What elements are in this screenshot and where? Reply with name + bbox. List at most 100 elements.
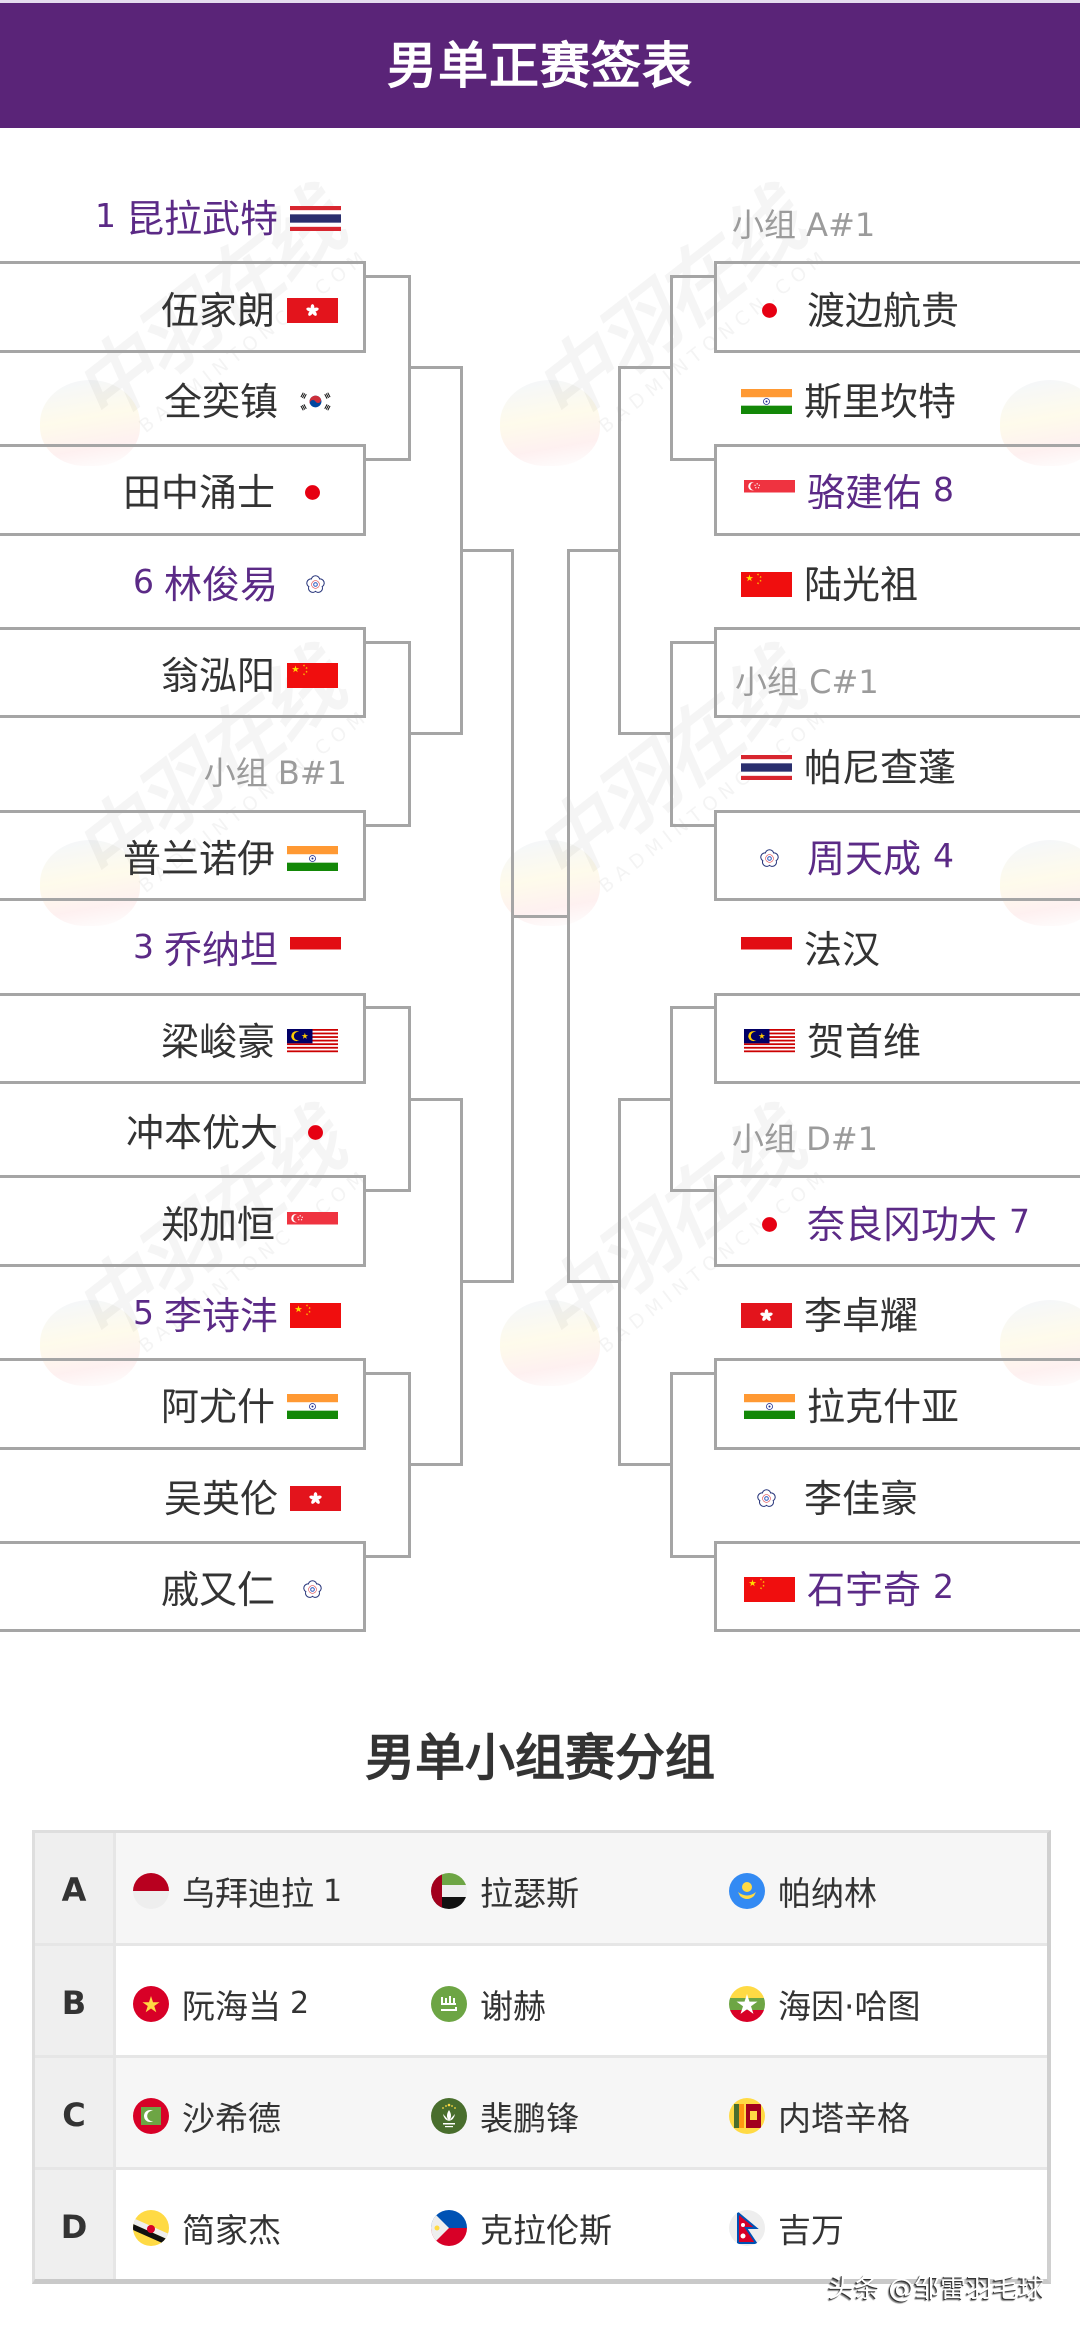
draw-left-slot-10: 梁峻豪 [0,992,366,1084]
draw-left-slot-15: 吴英伦 [0,1450,366,1541]
seed-number: 7 [1009,1201,1031,1241]
draw-right-slot-8: 周天成 4 [714,809,1080,902]
player-name: 乔纳坦 [163,928,278,973]
group-qualifier-label: 小组 C#1 [735,662,879,701]
japan-flag-icon [290,1120,341,1145]
watermark-logo [1000,1300,1080,1386]
bracket-connector [617,1097,672,1467]
draw-left-slot-13: 5 李诗沣 [0,1267,366,1358]
group-letter: A [35,1833,116,1943]
bracket-connector [366,1006,411,1193]
draw-left-slot-1: 1 昆拉武特 [0,170,366,261]
bracket-connector [366,640,411,827]
watermark-logo [1000,380,1080,466]
group-row-a: A 乌拜迪拉 1 拉瑟斯 帕纳林 [35,1833,1047,1943]
group-player: 乌拜迪拉 1 [133,1867,431,1915]
watermark-logo [40,840,140,926]
player-name: 冲本优大 [125,1111,278,1156]
player-name: 吴英伦 [163,1476,278,1521]
saudi-arabia-flag-icon [431,1985,467,2022]
player-name: 阿尤什 [160,1385,275,1430]
draw-left-slot-3: 全奕镇 [0,353,366,444]
group-player: 沙希德 [133,2092,431,2140]
japan-flag-icon [287,480,338,505]
player-name: 帕纳林 [778,1874,877,1913]
player-name: 内塔辛格 [778,2098,910,2138]
group-letter: C [35,2058,116,2167]
group-player: 阮海当 2 [133,1980,431,2028]
seed-number: 4 [933,835,955,875]
group-row-d: D 简家杰 克拉伦斯 吉万 [35,2167,1047,2279]
india-flag-icon [744,1394,795,1420]
player-name: 林俊易 [163,562,278,607]
watermark-logo [500,380,600,466]
player-name: 拉克什亚 [807,1385,960,1430]
player-name: 石宇奇 [807,1568,922,1613]
seed-number: 1 [94,196,116,236]
seed-number: 6 [132,561,154,601]
singapore-flag-icon [744,480,795,506]
bracket-connector [566,549,621,1284]
player-name: 阮海当 [182,1986,281,2026]
group-qualifier-label: 小组 D#1 [732,1119,878,1158]
group-players: 简家杰 克拉伦斯 吉万 [116,2170,1047,2279]
player-name: 奈良冈功大 [807,1202,998,1247]
draw-right-slot-5: 陆光祖 [714,536,1080,627]
thailand-flag-icon [290,206,341,232]
chinese-taipei-flag-icon [744,846,795,871]
hong-kong-flag-icon [290,1485,341,1511]
player-name: 乌拜迪拉 [182,1874,314,1913]
vietnam-flag-icon [133,1985,169,2022]
draw-left-slot-11: 冲本优大 [0,1084,366,1175]
draw-left-slot-12: 郑加恒 [0,1175,366,1267]
player-name: 普兰诺伊 [122,836,275,881]
group-players: 阮海当 2 谢赫 海因·哈图 [116,1946,1047,2055]
player-name: 陆光祖 [804,562,919,607]
group-letter: D [35,2170,116,2279]
page-header: 男单正赛签表 [0,3,1080,128]
group-player: 简家杰 [133,2204,431,2252]
group-table: A 乌拜迪拉 1 拉瑟斯 帕纳林 B 阮海当 2 [32,1830,1051,2284]
group-player: 内塔辛格 [729,2092,1027,2140]
singapore-flag-icon [287,1211,338,1237]
indonesia-flag-icon [741,937,792,963]
group-section-title: 男单小组赛分组 [365,1729,715,1787]
china-flag-icon [290,1302,341,1328]
player-name: 李卓耀 [804,1293,919,1338]
uae-flag-icon [431,1873,467,1909]
draw-left-slot-2: 伍家朗 [0,261,366,353]
top-strip [0,0,1080,3]
brunei-flag-icon [133,2209,169,2246]
player-name: 戚又仁 [160,1568,275,1613]
seed-number: 8 [933,470,955,510]
draw-left-slot-14: 阿尤什 [0,1358,366,1450]
bracket-connector [669,275,715,461]
player-name: 昆拉武特 [125,197,278,242]
south-korea-flag-icon [290,389,341,414]
sri-lanka-flag-icon [729,2097,765,2134]
player-name: 帕尼查蓬 [804,745,957,790]
player-name: 郑加恒 [160,1202,275,1247]
group-player: 吉万 [729,2204,1027,2252]
bracket-connector [617,366,672,735]
bracket-connector [366,275,411,461]
draw-right-slot-11: 小组 D#1 [714,1084,1080,1175]
malaysia-flag-icon [287,1028,338,1054]
philippines-flag-icon [431,2209,467,2246]
draw-right-slot-12: 奈良冈功大 7 [714,1175,1080,1267]
group-player: 帕纳林 [729,1867,1027,1915]
japan-flag-icon [744,298,795,323]
player-name: 法汉 [804,928,881,973]
draw-right-slot-16: 石宇奇 2 [714,1541,1080,1633]
draw-right-slot-7: 帕尼查蓬 [714,718,1080,809]
player-name: 全奕镇 [163,379,278,424]
draw-left-slot-8: 普兰诺伊 [0,809,366,902]
seed-number: 5 [132,1292,154,1332]
bracket-connector [669,1006,715,1193]
final-connector [511,914,569,918]
draw-right-slot-9: 法汉 [714,901,1080,992]
china-flag-icon [741,571,792,597]
bracket-connector [669,1371,715,1558]
player-name: 斯里坎特 [804,379,957,424]
maldives-flag-icon [133,2097,169,2134]
